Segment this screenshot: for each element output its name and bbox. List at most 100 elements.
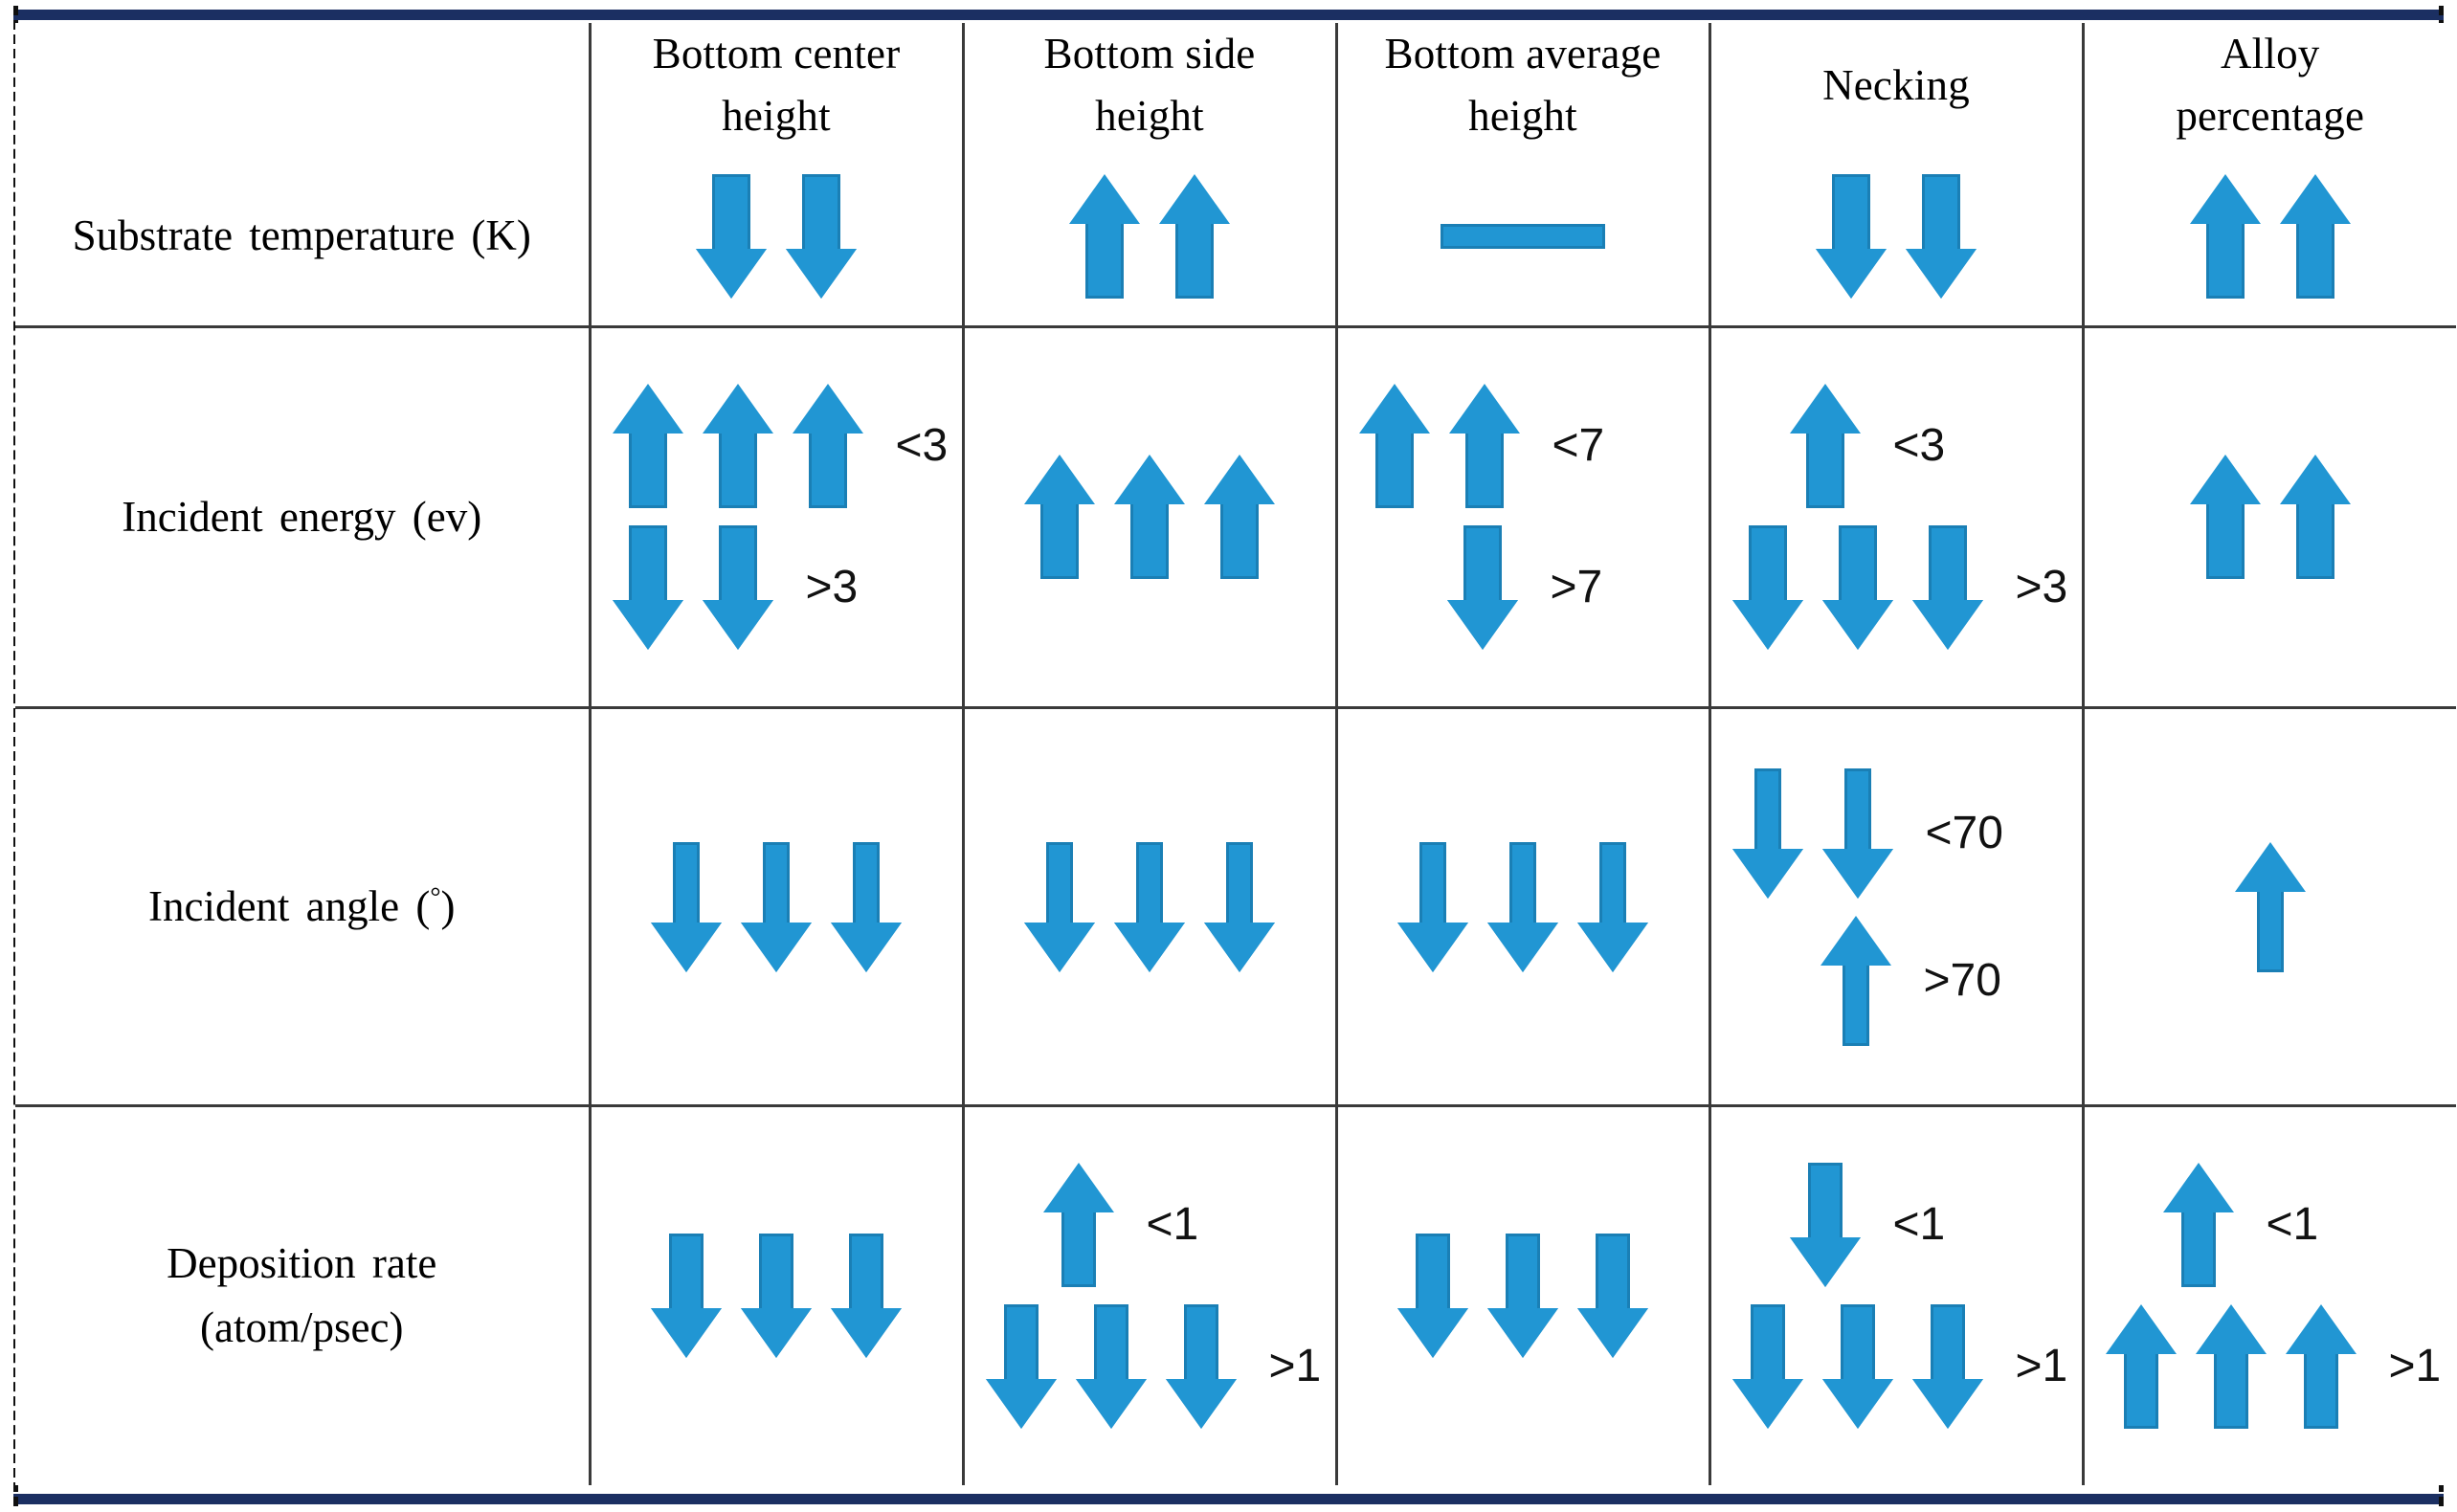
arrow-head <box>1789 384 1861 434</box>
arrow-shaft <box>1506 1234 1540 1315</box>
cell-r2-c4: <3 >3 <box>1708 324 2085 710</box>
arrow-head <box>1816 249 1887 300</box>
arrow-shaft <box>1832 174 1870 256</box>
condition-label: <3 <box>895 420 949 472</box>
arrow-up-icon <box>2279 174 2351 300</box>
arrow-shaft <box>2123 1348 2158 1430</box>
arrow-shaft <box>853 841 880 928</box>
arrow-up-icon <box>2195 1304 2267 1430</box>
arrow-up-icon <box>792 384 863 509</box>
arrow-head <box>1159 174 1230 225</box>
arrow-group <box>1711 174 2082 300</box>
cell-r2-c2 <box>961 324 1338 710</box>
arrow-run-down-x3 <box>651 841 902 972</box>
arrow-up-icon <box>2285 1304 2356 1430</box>
arrow-down-icon <box>651 1234 722 1359</box>
arrow-up-icon <box>1789 384 1861 509</box>
arrow-down-icon <box>1816 174 1887 300</box>
arrow-shaft <box>718 428 757 509</box>
arrow-stack <box>1711 148 2082 325</box>
arrow-head <box>2162 1163 2234 1213</box>
arrow-head <box>702 384 773 434</box>
arrow-shaft <box>1930 1304 1965 1386</box>
arrow-head <box>1358 384 1430 434</box>
arrow-shaft <box>2303 1348 2338 1430</box>
arrow-shaft <box>1464 428 1504 509</box>
condition-label: >1 <box>2388 1341 2442 1392</box>
arrow-run-down-x3 <box>985 1304 1237 1430</box>
condition-label: >1 <box>1268 1341 1322 1392</box>
arrow-shaft <box>1130 499 1169 580</box>
arrow-head <box>2105 1304 2177 1355</box>
arrow-shaft <box>1046 841 1073 928</box>
arrow-stack <box>2085 709 2457 1104</box>
arrow-head <box>612 384 683 434</box>
arrow-stack <box>592 709 962 1104</box>
cell-r3-c1 <box>588 706 965 1107</box>
arrow-up-icon <box>2105 1304 2177 1430</box>
arrow-run-up-x1 <box>986 1163 1114 1288</box>
arrow-shaft <box>1226 841 1253 928</box>
arrow-down-icon <box>1911 1304 1983 1430</box>
arrow-head <box>1821 600 1893 651</box>
arrow-group: >1 <box>2085 1304 2457 1430</box>
frame-top-rule <box>13 10 2444 20</box>
condition-label: >3 <box>2015 562 2068 613</box>
arrow-head <box>1911 600 1983 651</box>
cell-r3-c3 <box>1334 706 1711 1107</box>
arrow-shaft <box>1416 1234 1450 1315</box>
arrow-run-up-x1 <box>2106 1163 2234 1288</box>
arrow-group: >3 <box>1711 525 2082 651</box>
arrow-run-up-x3 <box>612 384 863 509</box>
arrow-down-icon <box>1446 525 1518 651</box>
arrow-stack: <1>1 <box>2085 1107 2457 1485</box>
arrow-up-icon <box>1204 455 1275 580</box>
arrow-head <box>1114 922 1185 972</box>
arrow-down-icon <box>1397 841 1468 972</box>
arrow-shaft <box>802 174 840 256</box>
arrow-shaft <box>1061 1207 1096 1288</box>
arrow-group: >1 <box>965 1304 1335 1430</box>
arrow-shaft <box>1838 525 1877 607</box>
arrow-head <box>1075 1379 1147 1430</box>
table-row: Substrate temperature (K) <box>15 147 2456 328</box>
cell-r2-c5 <box>2081 324 2457 710</box>
arrow-group: <3 <box>1711 384 2082 509</box>
arrow-group <box>1338 1234 1709 1359</box>
arrow-up-icon <box>1069 174 1140 300</box>
arrow-group: >70 <box>1711 915 2082 1046</box>
arrow-group <box>2085 455 2457 580</box>
arrow-head <box>1577 922 1648 972</box>
arrow-head <box>651 922 722 972</box>
arrow-head <box>1821 848 1893 899</box>
arrow-down-icon <box>1821 767 1893 899</box>
arrow-run-down-x2 <box>696 174 857 300</box>
arrow-shaft <box>1843 767 1871 855</box>
arrow-head <box>1731 848 1803 899</box>
arrow-run-up-x3 <box>1024 455 1275 580</box>
arrow-down-icon <box>985 1304 1057 1430</box>
arrow-stack: <3 >3 <box>1711 328 2082 707</box>
arrow-down-icon <box>1821 525 1893 651</box>
arrow-run-flat-x1 <box>1441 224 1605 250</box>
arrow-down-icon <box>1731 767 1803 899</box>
arrow-down-icon <box>1075 1304 1147 1430</box>
arrow-stack: <70>70 <box>1711 709 2082 1104</box>
arrow-head <box>2189 455 2261 505</box>
cell-r1-c3 <box>1334 147 1711 328</box>
arrow-run-up-x1 <box>2234 841 2306 972</box>
condition-label: <1 <box>1146 1199 1199 1251</box>
arrow-head <box>1448 384 1520 434</box>
arrow-run-down-x2 <box>612 525 773 651</box>
arrow-down-icon <box>1906 174 1977 300</box>
arrow-shaft <box>1374 428 1414 509</box>
arrow-group: >3 <box>592 525 962 651</box>
arrow-run-up-x2 <box>2189 174 2351 300</box>
arrow-run-down-x3 <box>1731 525 1983 651</box>
arrow-head <box>786 249 857 300</box>
arrow-down-icon <box>1577 1234 1648 1359</box>
arrow-down-icon <box>1165 1304 1237 1430</box>
